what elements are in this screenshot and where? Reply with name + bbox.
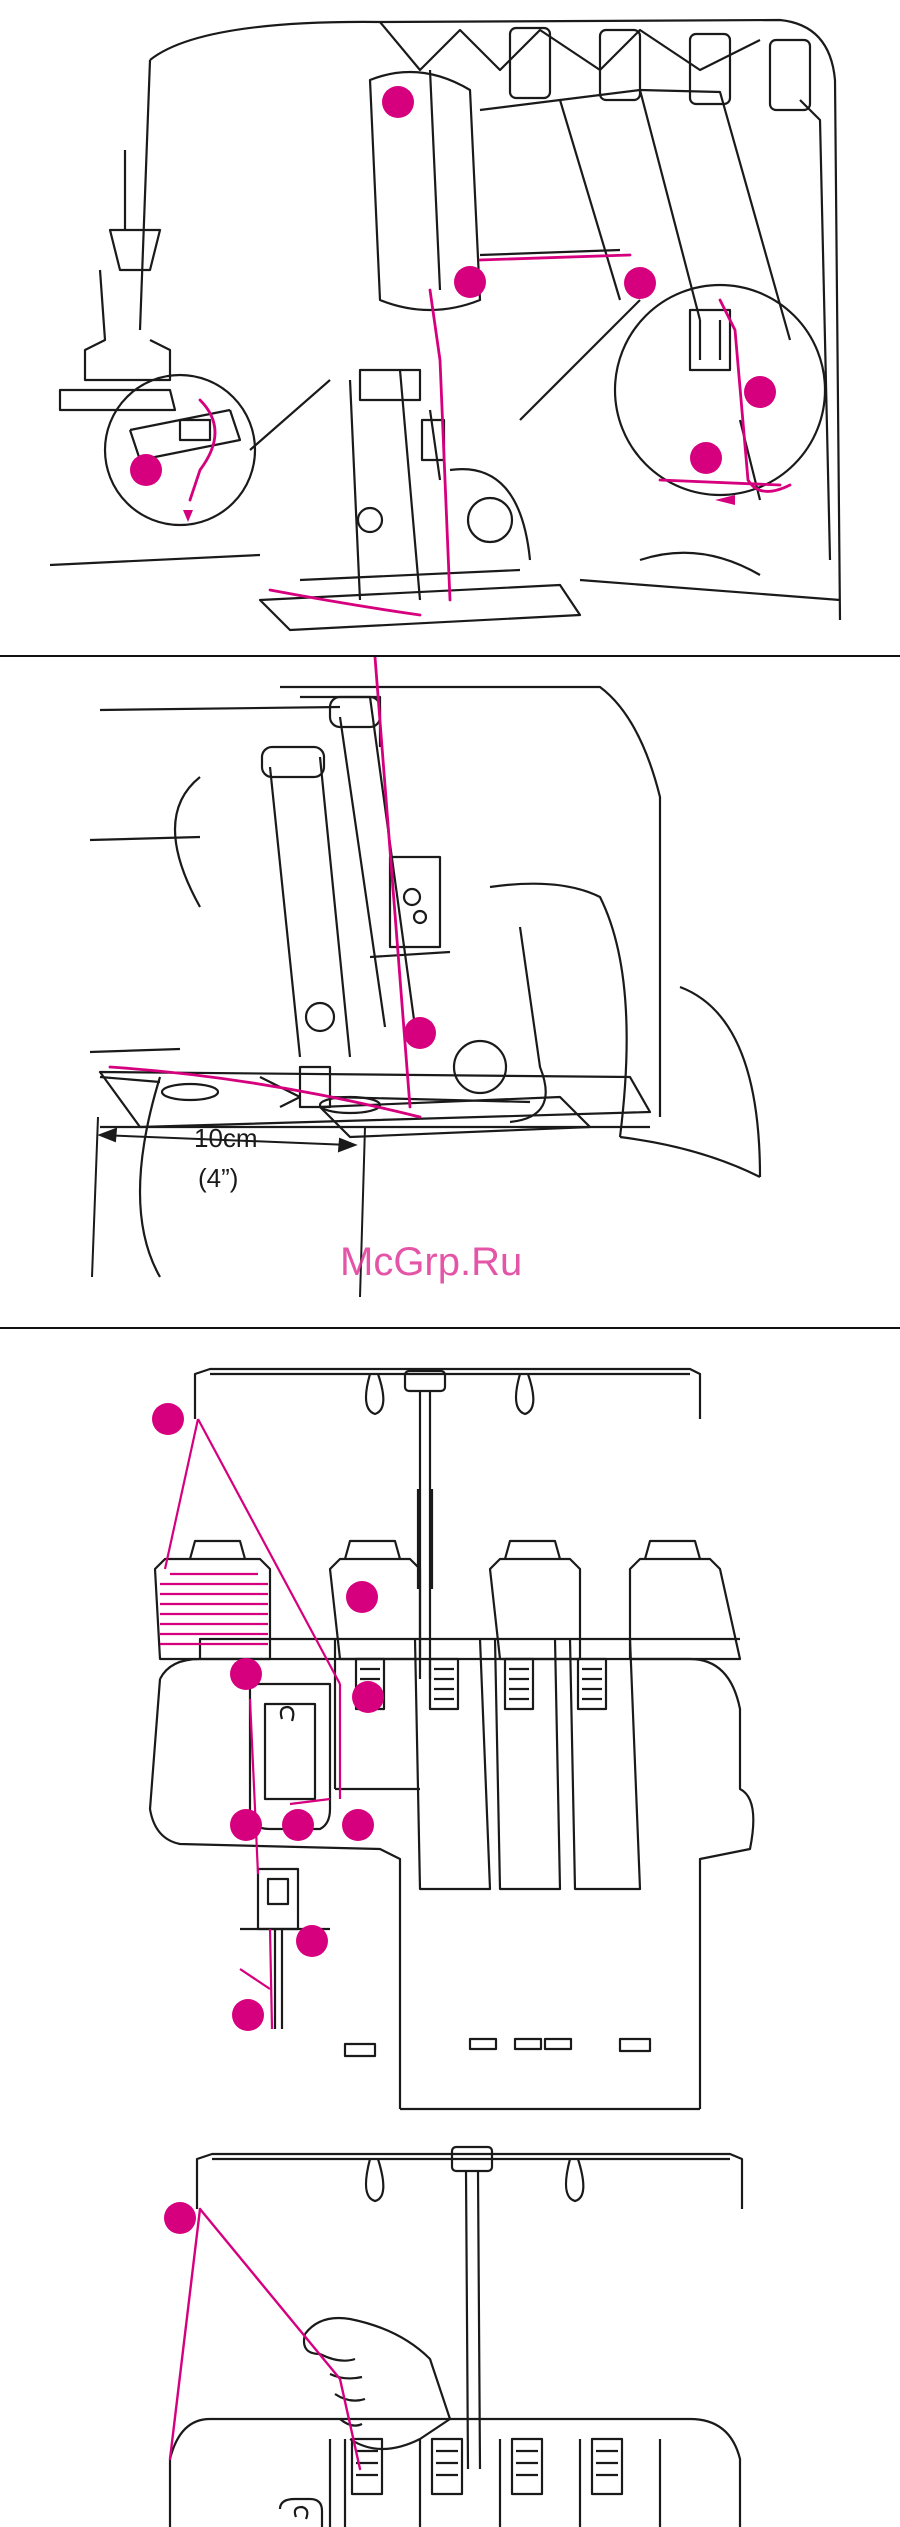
callout-dot — [152, 1403, 184, 1435]
callout-dot — [130, 454, 162, 486]
panel-hand-threading — [0, 2119, 900, 2527]
callout-dot — [404, 1017, 436, 1049]
panel-threading-overview — [0, 0, 900, 655]
measure-metric-label: 10cm — [194, 1123, 258, 1153]
callout-dot — [230, 1809, 262, 1841]
callout-dot — [744, 376, 776, 408]
callout-dot — [296, 1925, 328, 1957]
callout-dot — [346, 1581, 378, 1613]
callout-dot — [230, 1658, 262, 1690]
callout-dot — [352, 1681, 384, 1713]
illustration-thread-path-front — [0, 1329, 900, 2119]
callout-dot — [624, 267, 656, 299]
watermark: McGrp.Ru — [340, 1240, 522, 1285]
illustration-hand-threading — [0, 2119, 900, 2527]
panel-thread-path-front — [0, 1329, 900, 2119]
callout-dot — [454, 266, 486, 298]
callout-dot — [690, 442, 722, 474]
callout-dot — [282, 1809, 314, 1841]
panel-thread-length: 10cm (4”) — [0, 657, 900, 1327]
callout-dot — [164, 2202, 196, 2234]
measure-imperial-label: (4”) — [198, 1163, 238, 1193]
callout-dot — [232, 1999, 264, 2031]
illustration-threading-overview — [0, 0, 900, 655]
callout-dot — [342, 1809, 374, 1841]
callout-dot — [382, 86, 414, 118]
illustration-thread-length: 10cm (4”) — [0, 657, 900, 1327]
